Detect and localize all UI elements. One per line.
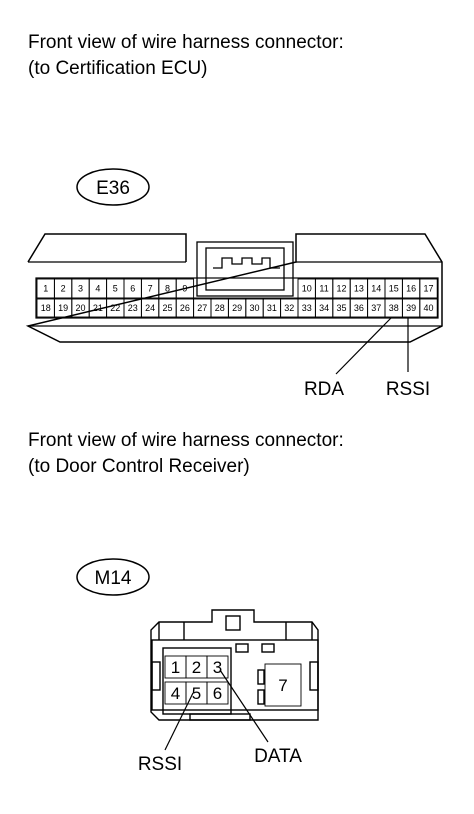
e36-pin-17: 17: [423, 284, 433, 294]
e36-pin-36: 36: [354, 303, 364, 313]
e36-pin-4: 4: [95, 284, 100, 294]
e36-pin-17-cell: [419, 278, 438, 299]
e36-pin-2: 2: [61, 284, 66, 294]
e36-pin-13: 13: [354, 284, 364, 294]
e36-pin-35: 35: [336, 303, 346, 313]
m14-code-oval: [76, 558, 150, 596]
m14-pin-3: 3: [213, 658, 222, 677]
e36-pin-20: 20: [75, 303, 85, 313]
e36-pin-39: 39: [406, 303, 416, 313]
m14-caption-line2: (to Door Control Receiver): [28, 456, 250, 477]
e36-pin-9: 9: [182, 284, 187, 294]
m14-pin-3-cell: [206, 655, 229, 679]
m14-label-rssi: RSSI: [138, 754, 182, 775]
m14-pin-1: 1: [171, 658, 180, 677]
e36-pin-32: 32: [284, 303, 294, 313]
e36-caption: Front view of wire harness connector: (t…: [28, 30, 344, 82]
e36-lock-tab: [196, 241, 294, 297]
e36-pin-25: 25: [162, 303, 172, 313]
e36-pin-28: 28: [215, 303, 225, 313]
e36-pin-21: 21: [93, 303, 103, 313]
e36-pin-27: 27: [197, 303, 207, 313]
e36-pin-1: 1: [43, 284, 48, 294]
m14-pin-7-cell: [264, 663, 302, 707]
m14-rssi-leader: [164, 692, 194, 751]
e36-pin-33: 33: [302, 303, 312, 313]
m14-pin-5: 5: [192, 684, 201, 703]
e36-code: E36: [96, 178, 130, 199]
e36-label-rssi: RSSI: [386, 379, 430, 400]
e36-pin-5: 5: [113, 284, 118, 294]
e36-pin-26: 26: [180, 303, 190, 313]
e36-pin-15: 15: [389, 284, 399, 294]
m14-pin-2: 2: [192, 658, 201, 677]
e36-pin-3: 3: [78, 284, 83, 294]
e36-pin-16: 16: [406, 284, 416, 294]
e36-code-oval: [76, 168, 150, 206]
e36-pin-31: 31: [267, 303, 277, 313]
e36-pin-18: 18: [41, 303, 51, 313]
e36-pin-37: 37: [371, 303, 381, 313]
e36-pin-12: 12: [336, 284, 346, 294]
e36-pin-10: 10: [302, 284, 312, 294]
e36-pin-34: 34: [319, 303, 329, 313]
m14-label-data: DATA: [254, 746, 302, 767]
m14-pin-6-cell: [206, 681, 229, 705]
e36-pin-23: 23: [128, 303, 138, 313]
e36-pin-9-cell: [175, 278, 195, 299]
m14-housing: [150, 609, 319, 721]
m14-pin-6: 6: [213, 684, 222, 703]
e36-pin-11: 11: [319, 284, 328, 294]
e36-pin-19: 19: [58, 303, 68, 313]
e36-caption-line1: Front view of wire harness connector:: [28, 32, 344, 53]
m14-caption-line1: Front view of wire harness connector:: [28, 430, 344, 451]
e36-pin-22: 22: [110, 303, 120, 313]
m14-pin-4: 4: [171, 684, 180, 703]
e36-caption-line2: (to Certification ECU): [28, 58, 208, 79]
m14-caption: Front view of wire harness connector: (t…: [28, 428, 344, 480]
m14-pin-7: 7: [278, 676, 287, 695]
e36-pin-7: 7: [148, 284, 153, 294]
e36-pin-40: 40: [423, 303, 433, 313]
m14-data-leader: [219, 669, 269, 743]
e36-pin-38: 38: [389, 303, 399, 313]
e36-pin-30: 30: [249, 303, 259, 313]
e36-pin-40-cell: [419, 298, 438, 318]
e36-pin-14: 14: [371, 284, 381, 294]
e36-pin-29: 29: [232, 303, 242, 313]
e36-pin-6: 6: [130, 284, 135, 294]
e36-label-rda: RDA: [304, 379, 344, 400]
e36-pin-24: 24: [145, 303, 155, 313]
e36-rda-leader: [335, 317, 392, 375]
e36-pin-8: 8: [165, 284, 170, 294]
m14-code: M14: [95, 568, 132, 589]
